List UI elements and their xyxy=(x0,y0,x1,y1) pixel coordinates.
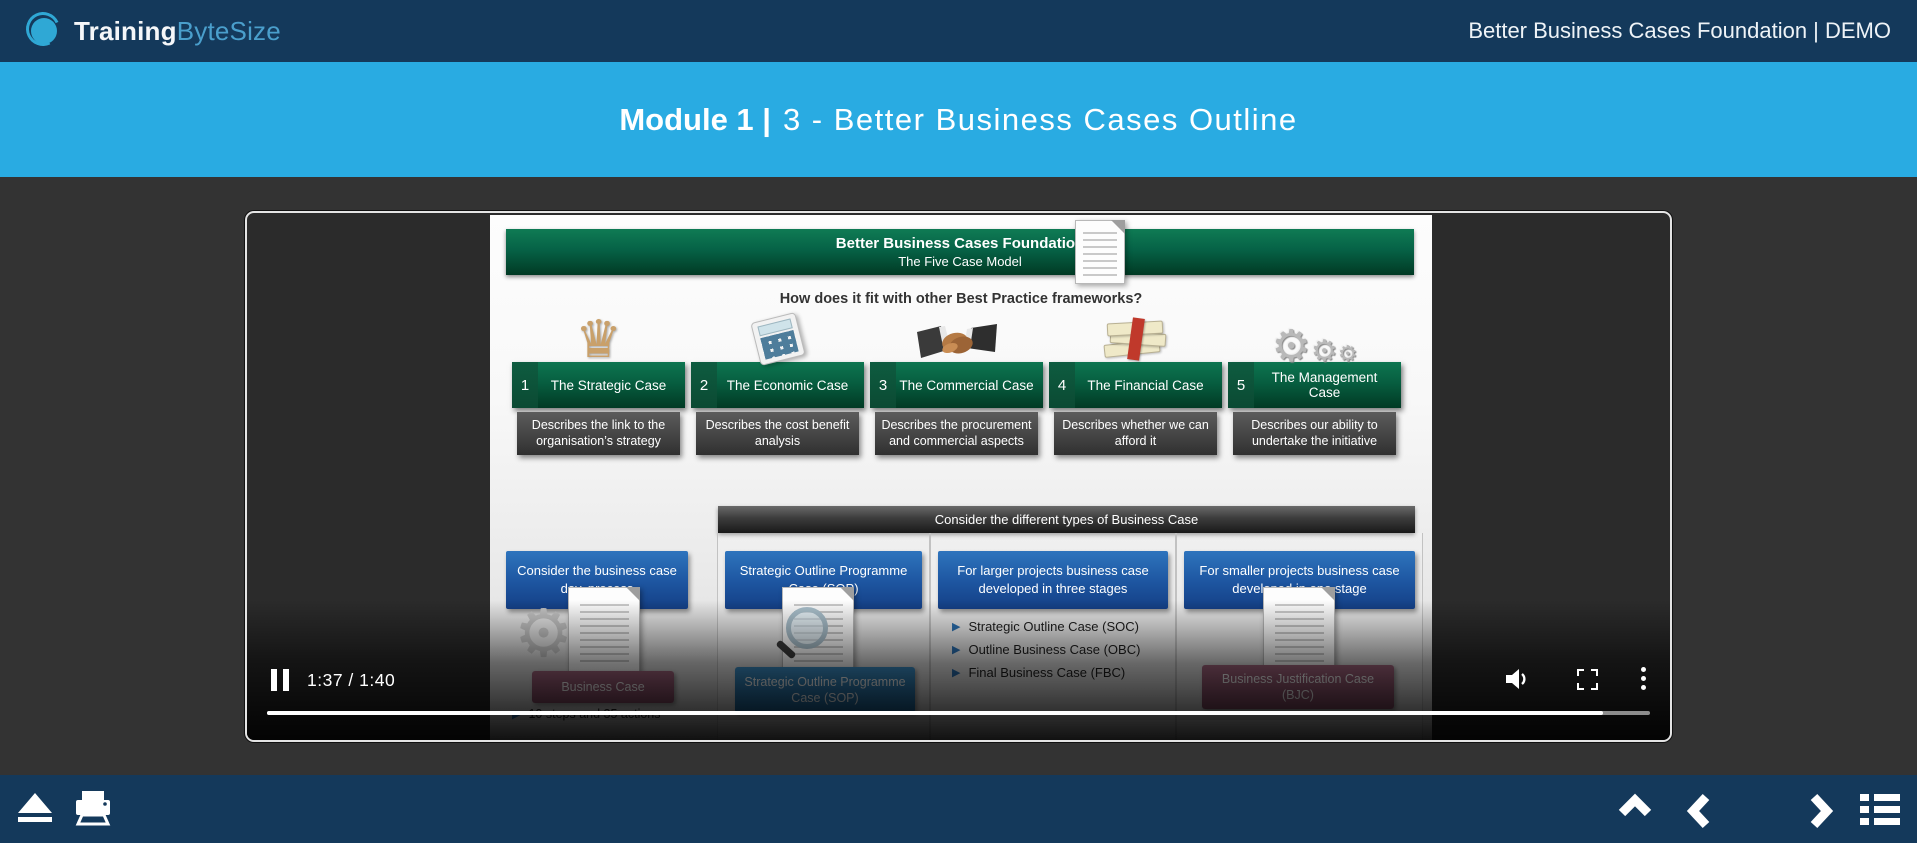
case-number: 1 xyxy=(512,362,538,408)
slide-subtitle: The Five Case Model xyxy=(898,254,1022,269)
slide-question: How does it fit with other Best Practice… xyxy=(779,291,1143,307)
case-name: The Financial Case xyxy=(1087,377,1204,393)
collapse-up-icon[interactable] xyxy=(1616,792,1654,822)
video-player: Better Business Cases Foundation The Fiv… xyxy=(245,211,1672,742)
case-number: 3 xyxy=(870,362,896,408)
process-box: Consider the business case dev. process xyxy=(506,551,688,609)
case-name: The Management Case xyxy=(1271,370,1378,400)
case-number: 2 xyxy=(691,362,717,408)
case-name: The Strategic Case xyxy=(550,377,667,393)
handshake-icon xyxy=(870,311,1043,364)
case-financial: 4 The Financial Case Describes whether w… xyxy=(1049,311,1222,561)
case-economic: 2 The Economic Case Describes the cost b… xyxy=(691,311,864,561)
previous-icon[interactable] xyxy=(1684,792,1714,830)
case-description: Describes the link to the organisation’s… xyxy=(517,412,680,455)
types-bar: Consider the different types of Business… xyxy=(718,506,1415,533)
case-description: Describes our ability to undertake the i… xyxy=(1233,412,1396,455)
case-description: Describes the procurement and commercial… xyxy=(875,412,1038,455)
case-management: ⚙⚙⚙ 5 The Management Case Describes our … xyxy=(1228,311,1401,561)
case-bar: 2 The Economic Case xyxy=(691,362,864,408)
time-display: 1:37 / 1:40 xyxy=(307,670,396,690)
menu-list-icon[interactable] xyxy=(1860,794,1900,830)
document-icon xyxy=(1075,220,1125,284)
slide-title-bar: Better Business Cases Foundation The Fiv… xyxy=(506,229,1414,275)
more-options-icon[interactable] xyxy=(1641,667,1647,694)
next-icon[interactable] xyxy=(1806,792,1836,830)
case-name: The Commercial Case xyxy=(899,377,1034,393)
case-bar: 3 The Commercial Case xyxy=(870,362,1043,408)
case-bar: 5 The Management Case xyxy=(1228,362,1401,408)
pause-button[interactable] xyxy=(271,669,289,691)
gears-icon: ⚙⚙⚙ xyxy=(1271,321,1358,371)
case-description: Describes whether we can afford it xyxy=(1054,412,1217,455)
slide-title: Better Business Cases Foundation xyxy=(835,235,1085,252)
player-controls: 1:37 / 1:40 xyxy=(247,213,1670,740)
type-box-larger: For larger projects business case develo… xyxy=(938,551,1168,609)
training-bytesize-logo[interactable]: TrainingByteSize xyxy=(21,7,281,51)
case-number: 4 xyxy=(1049,362,1075,408)
case-description: Describes the cost benefit analysis xyxy=(696,412,859,455)
case-commercial: 3 The Commercial Case Describes the proc… xyxy=(870,311,1043,561)
lesson-label: 3 - Better Business Cases Outline xyxy=(782,101,1298,137)
case-name: The Economic Case xyxy=(726,377,849,393)
progress-bar[interactable] xyxy=(267,711,1650,715)
chess-queen-icon: ♛ xyxy=(575,311,622,370)
app-header: TrainingByteSize Better Business Cases F… xyxy=(0,0,1917,62)
case-number: 5 xyxy=(1228,362,1254,408)
crescent-circle-logo-icon xyxy=(21,7,65,51)
bottom-toolbar xyxy=(0,775,1917,843)
fullscreen-icon[interactable] xyxy=(1577,669,1598,690)
case-strategic: ♛ 1 The Strategic Case Describes the lin… xyxy=(512,311,685,561)
logo-text: TrainingByteSize xyxy=(74,15,281,46)
module-label: Module 1 | xyxy=(619,101,771,137)
volume-icon[interactable] xyxy=(1505,667,1531,696)
course-title: Better Business Cases Foundation | DEMO xyxy=(1468,18,1891,43)
print-icon[interactable] xyxy=(72,791,114,832)
progress-played xyxy=(267,711,1603,715)
content-stage: Better Business Cases Foundation The Fiv… xyxy=(0,177,1917,775)
case-bar: 4 The Financial Case xyxy=(1049,362,1222,408)
eject-icon[interactable] xyxy=(18,793,52,822)
module-banner: Module 1 | 3 - Better Business Cases Out… xyxy=(0,62,1917,177)
case-bar: 1 The Strategic Case xyxy=(512,362,685,408)
